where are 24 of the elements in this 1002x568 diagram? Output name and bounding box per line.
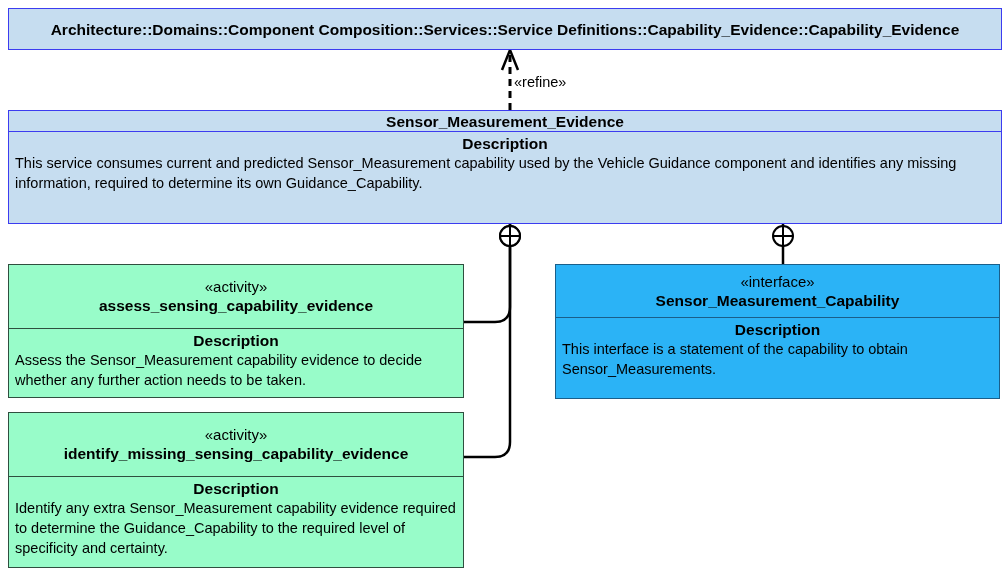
class-name: Architecture::Domains::Component Composition::Services::Service Definitions::Capability_Evidence::Capability_Evidence [50, 19, 960, 39]
description-text: Identify any extra Sensor_Measurement capability evidence required to determine the Guidance_Capability to the required level of specificity and certainty. [15, 499, 457, 558]
class-name: assess_sensing_capability_evidence [99, 296, 373, 315]
class-box [8, 412, 464, 568]
class-name: Sensor_Measurement_Capability [655, 290, 900, 310]
dependency-arrow [500, 48, 520, 110]
description-text: This interface is a statement of the capability to obtain Sensor_Measurements. [562, 340, 909, 379]
containment-connector [464, 224, 521, 459]
class-box [8, 264, 464, 398]
class-box [555, 264, 1000, 399]
class-name: Sensor_Measurement_Evidence [386, 111, 624, 131]
class-box [8, 8, 1002, 50]
stereotype-label: «interface» [740, 272, 815, 291]
section-heading: Description [733, 320, 822, 339]
section-heading: Description [192, 479, 280, 498]
description-text: Assess the Sensor_Measurement capability evidence to decide whether any further action needs to be taken. [15, 351, 424, 390]
stereotype-label: «activity» [204, 278, 268, 296]
edge-label: «refine» [513, 74, 568, 90]
section-heading: Description [192, 331, 280, 350]
stereotype-label: «activity» [204, 426, 268, 444]
description-text: This service consumes current and predicted Sensor_Measurement capability used by the Vehicle Guidance component and identifies any missing information, required to determine its own Guidance_Capability. [15, 154, 958, 193]
section-heading: Description [461, 134, 549, 153]
class-box [8, 110, 1002, 224]
class-name: identify_missing_sensing_capability_evidence [63, 444, 409, 463]
